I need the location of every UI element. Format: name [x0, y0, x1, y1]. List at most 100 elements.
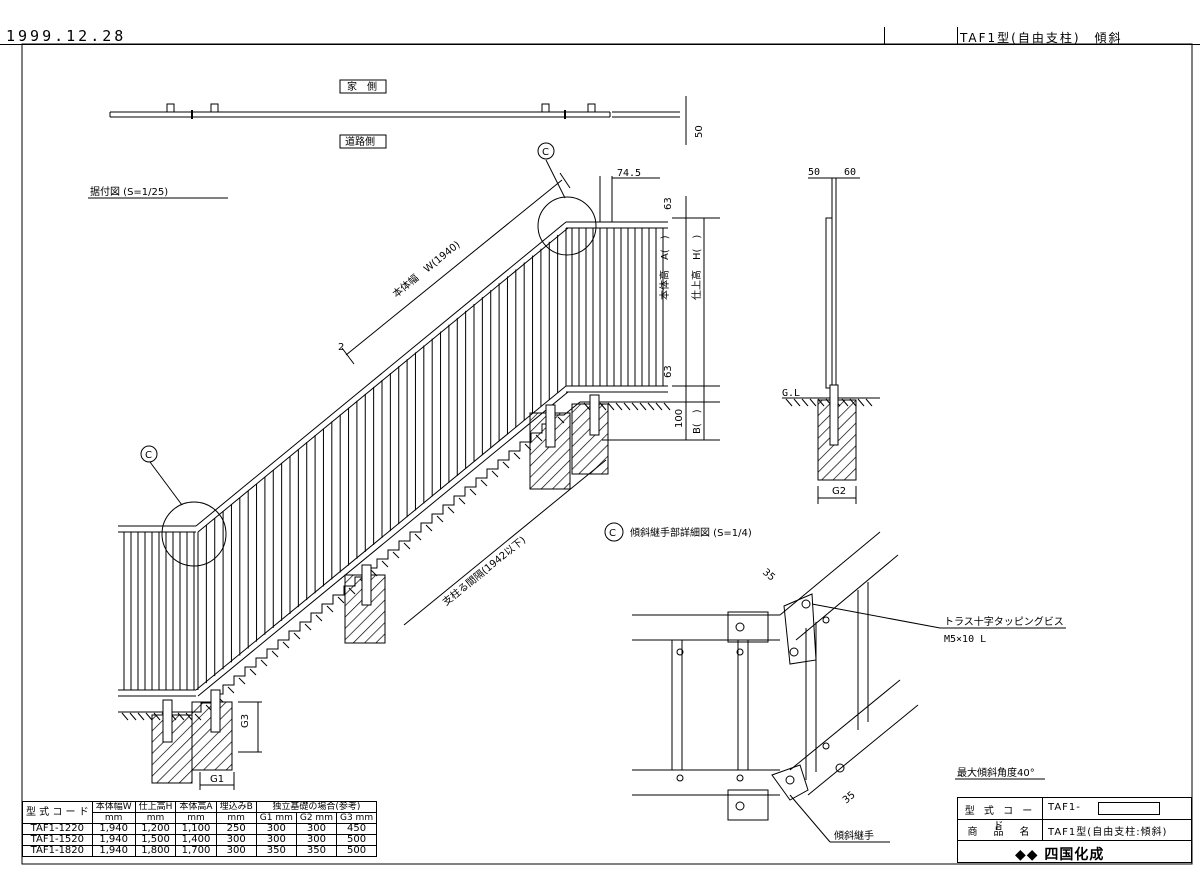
ground-hatch-mark	[137, 712, 145, 721]
ground-hatch-mark	[502, 461, 510, 469]
brand-logo: ◆◆ 四国化成	[1015, 847, 1105, 863]
cell-g3: 500	[335, 845, 378, 857]
ground-hatch-mark	[403, 542, 411, 550]
gl-label: G.L	[782, 388, 800, 399]
unit-h: mm	[134, 812, 177, 824]
ground-hatch-mark	[631, 402, 639, 411]
unit-g1: G1 mm	[255, 812, 297, 824]
ground-hatch-mark	[809, 398, 817, 407]
dim-63-top: 63	[663, 197, 674, 210]
ground-hatch-mark	[469, 488, 477, 496]
unit-g3: G3 mm	[335, 812, 378, 824]
embed-label: B( )	[692, 409, 703, 434]
left-flat-section	[118, 525, 196, 697]
road-side-label: 道路側	[345, 135, 375, 148]
code-value: TAF1-	[1048, 802, 1081, 813]
title-block: 型 式 コ ー ド TAF1- 商 品 名 TAF1型(自由支柱:傾斜)	[957, 797, 1192, 863]
cell-h: 1,500	[134, 834, 177, 846]
top-view	[109, 79, 687, 149]
ground-hatch-mark	[623, 402, 631, 411]
cell-a: 1,100	[175, 823, 217, 835]
dim-2: 2	[338, 342, 344, 353]
ground-hatch-mark	[785, 398, 793, 407]
ground-hatch-mark	[271, 650, 279, 658]
ground-hatch-mark	[480, 479, 488, 487]
spec-header-a: 本体高A	[175, 801, 217, 813]
ground-hatch-mark	[607, 402, 615, 411]
side-dim-60: 60	[844, 167, 856, 178]
spec-header-h: 仕上高H	[134, 801, 177, 813]
height-dimensions	[599, 176, 720, 441]
ground-hatch-mark	[315, 614, 323, 622]
table-row: TAF1-1820 1,940 1,800 1,700 300 350 350 …	[22, 845, 378, 857]
dim-74-5: 74.5	[617, 168, 641, 179]
table-row: TAF1-1220 1,940 1,200 1,100 250 300 300 …	[22, 823, 378, 835]
code-label: 型 式 コ ー ド	[964, 806, 1036, 832]
side-dim-50: 50	[808, 167, 820, 178]
drawing-frame	[21, 43, 1193, 865]
cell-h: 1,800	[134, 845, 177, 857]
ground-hatch-mark	[304, 623, 312, 631]
g3-label: G3	[240, 714, 251, 728]
screw-label: トラス十字タッピングビス	[944, 615, 1064, 628]
cell-code: TAF1-1520	[22, 834, 93, 846]
dim-50-top: 50	[694, 125, 705, 138]
spec-header-w: 本体幅W	[91, 801, 136, 813]
ground-hatch-mark	[249, 668, 257, 676]
cell-b: 300	[215, 834, 257, 846]
ground-hatch-mark	[793, 398, 801, 407]
ground-hatch-mark	[282, 641, 290, 649]
ground-hatch-mark	[615, 402, 623, 411]
cell-w: 1,940	[91, 823, 136, 835]
cell-code: TAF1-1220	[22, 823, 93, 835]
ground-hatch-mark	[293, 632, 301, 640]
cell-b: 250	[215, 823, 257, 835]
foundation-dims	[199, 701, 262, 790]
g2-label: G2	[832, 486, 846, 497]
title-block-code-row: 型 式 コ ー ド TAF1-	[958, 798, 1191, 832]
house-side-label: 家 側	[347, 80, 377, 93]
cell-a: 1,400	[175, 834, 217, 846]
ground-hatch-mark	[260, 659, 268, 667]
cell-b: 300	[215, 845, 257, 857]
g1-label: G1	[210, 774, 224, 785]
detail-title: 傾斜継手部詳細図 (S=1/4)	[630, 526, 752, 539]
screw-size: M5×10 L	[944, 634, 986, 645]
spec-table: 型 式 コ ー ド 本体幅W 仕上高H 本体高A 埋込みB 独立基礎の場合(参考…	[22, 801, 378, 857]
cell-w: 1,940	[91, 834, 136, 846]
ground-hatch-mark	[458, 497, 466, 505]
detail-screws	[676, 599, 845, 811]
spec-header-b: 埋込みB	[215, 801, 257, 813]
callout-circle-bottom	[161, 501, 227, 567]
unit-a: mm	[175, 812, 217, 824]
ground-hatch-mark	[865, 398, 873, 407]
ground-hatch-mark	[392, 551, 400, 559]
ground-hatch-mark	[129, 712, 137, 721]
foundations	[151, 394, 609, 784]
callout-c-top: C	[542, 147, 549, 158]
cell-g1: 350	[255, 845, 297, 857]
cell-g2: 350	[295, 845, 337, 857]
callout-circle-top	[537, 196, 597, 256]
max-angle-label: 最大傾斜角度40°	[957, 766, 1035, 779]
ground-hatch-mark	[238, 677, 246, 685]
width-dimension	[341, 172, 607, 626]
cell-g1: 300	[255, 823, 297, 835]
ground-hatch-mark	[647, 402, 655, 411]
cell-g1: 300	[255, 834, 297, 846]
side-view	[782, 177, 880, 504]
left-bars	[123, 532, 195, 690]
joint-label: 傾斜継手	[834, 829, 874, 842]
dim-100: 100	[674, 409, 685, 428]
post-interval-label: 支柱る間隔(1942以下)	[440, 533, 528, 608]
cell-g2: 300	[295, 823, 337, 835]
name-value: TAF1型(自由支柱:傾斜)	[1048, 827, 1168, 838]
spec-header-foundation: 独立基礎の場合(参考)	[255, 801, 378, 813]
ground-hatch-mark	[491, 470, 499, 478]
ground-hatch-mark	[447, 506, 455, 514]
name-label: 商 品 名	[967, 827, 1033, 838]
cell-code: TAF1-1820	[22, 845, 93, 857]
body-height-label: 本体高 A( )	[658, 235, 671, 300]
ground-hatch-mark	[337, 596, 345, 604]
